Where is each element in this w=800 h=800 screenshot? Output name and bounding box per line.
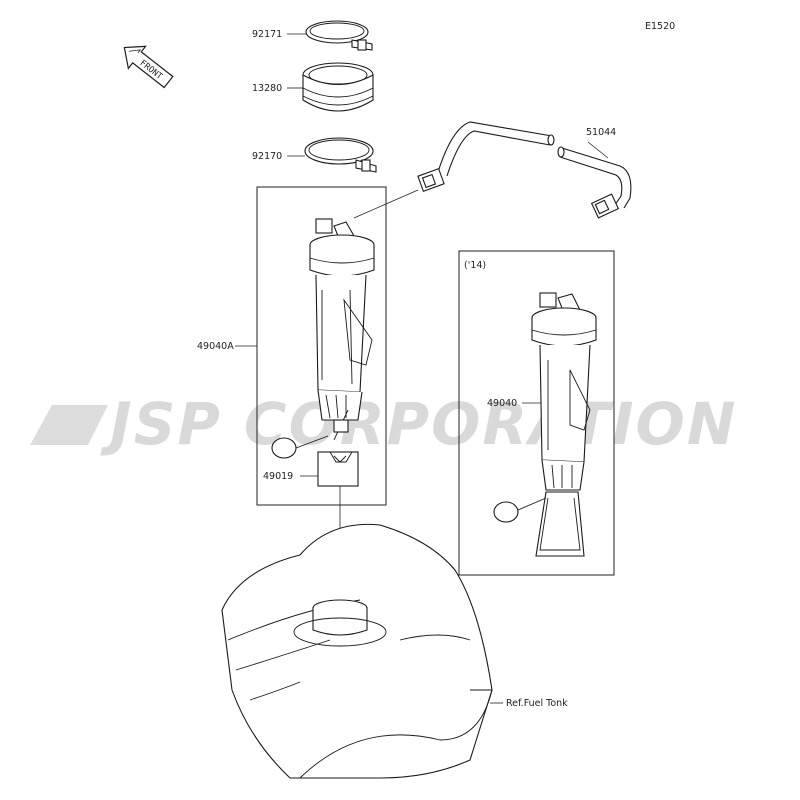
label-49040: 49040: [487, 398, 517, 409]
pump-box-49040-14: [458, 250, 615, 576]
label-51044: 51044: [586, 127, 616, 138]
watermark: JSP CORPORATION: [30, 390, 737, 458]
fuel-pump-assembly-49040: [493, 292, 597, 557]
fuel-pump-assembly-49040A: [271, 218, 375, 459]
fuel-filter-49019: [317, 451, 359, 487]
label-92170: 92170: [252, 151, 282, 162]
grommet-13280: [302, 62, 374, 112]
label-49019: 49019: [263, 471, 293, 482]
diagram-code: E1520: [645, 21, 675, 32]
fuel-hose-51044: [417, 121, 632, 219]
clamp-upper-92171: [305, 20, 373, 51]
watermark-logo-shape: [30, 405, 108, 445]
fuel-tank-reference: [221, 523, 493, 779]
front-arrow: FRONT: [123, 45, 174, 89]
label-92171: 92171: [252, 29, 282, 40]
watermark-text: JSP CORPORATION: [100, 390, 737, 458]
variant-label: ('14): [464, 260, 486, 271]
label-ref-fuel-tank: Ref.Fuel Tonk: [506, 698, 568, 709]
clamp-lower-92170: [304, 137, 377, 173]
label-49040A: 49040A: [197, 341, 234, 352]
label-13280: 13280: [252, 83, 282, 94]
